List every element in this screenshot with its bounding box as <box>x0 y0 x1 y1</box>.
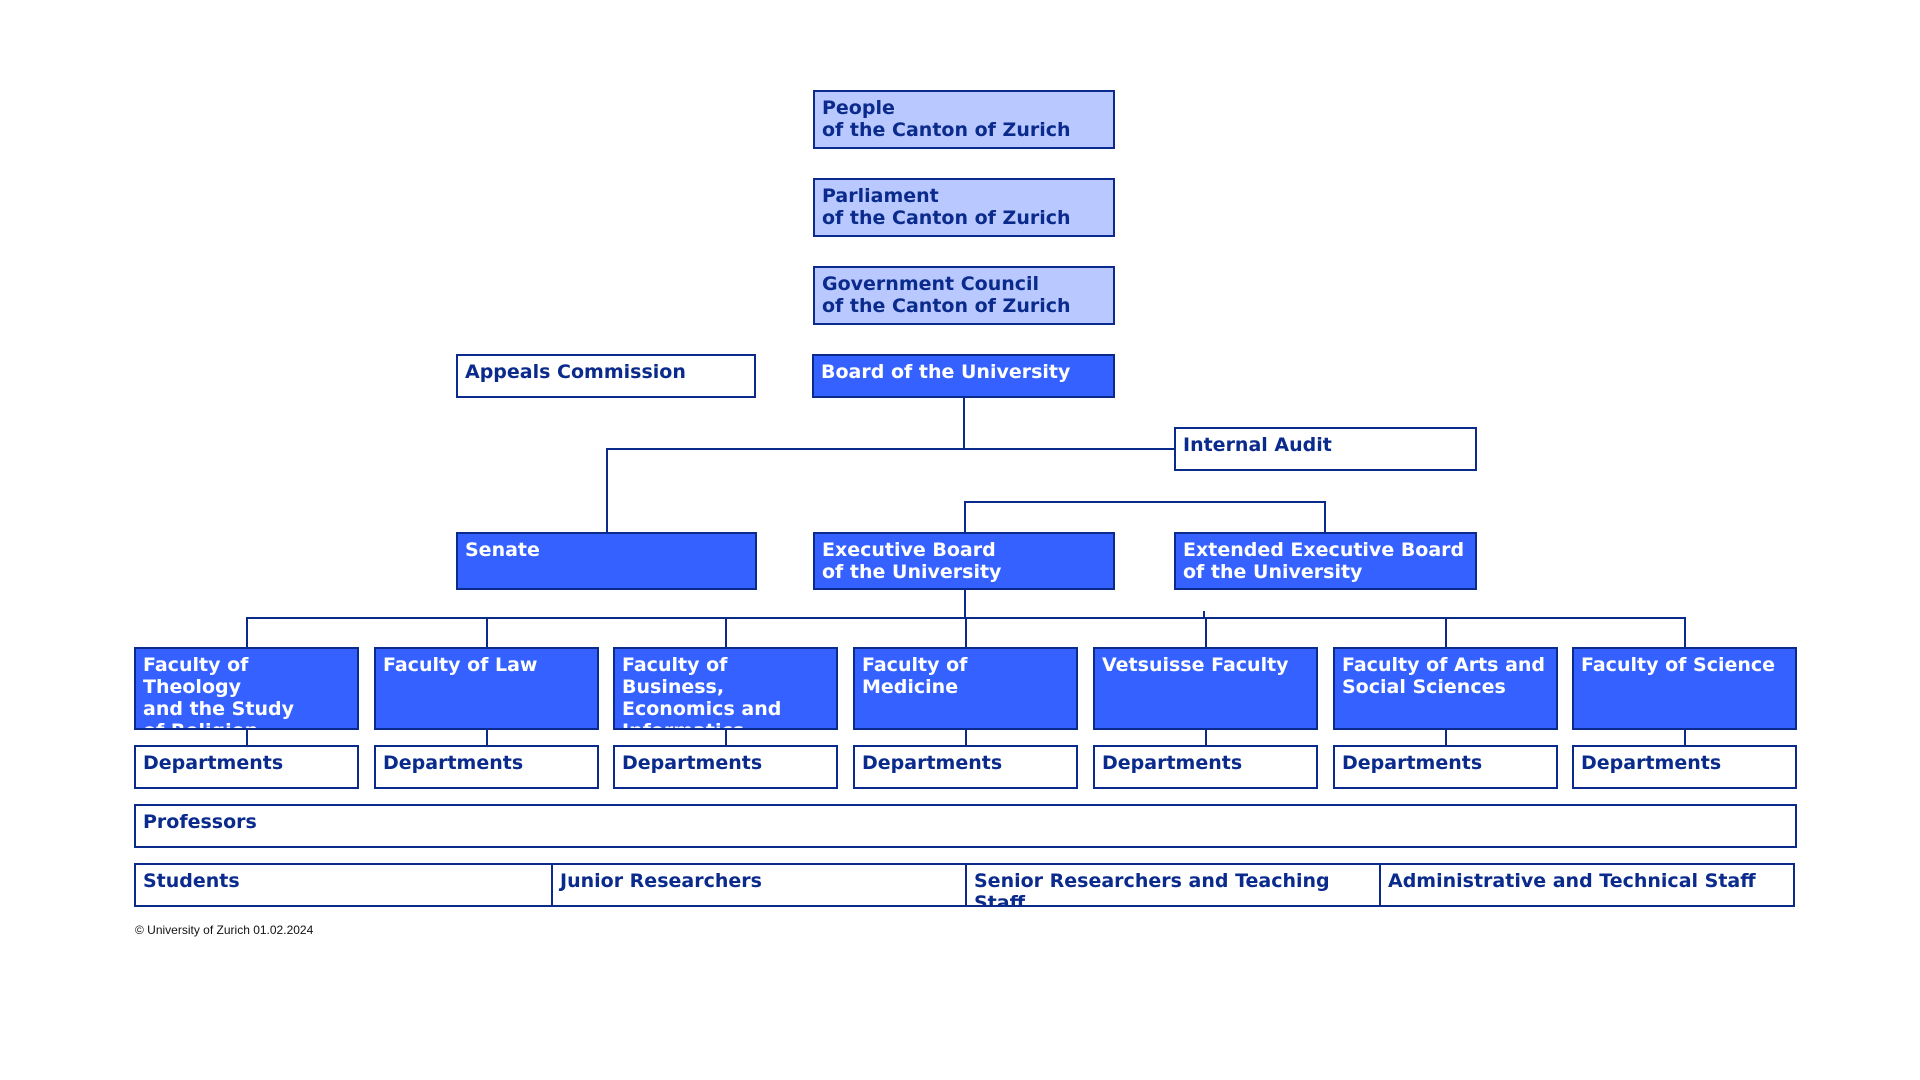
faculty-node: Faculty of Medicine <box>853 647 1078 730</box>
connector-senate-audit <box>606 448 1176 450</box>
departments-node: Departments <box>374 745 599 789</box>
connector-faculty-4 <box>1205 617 1207 649</box>
appeals-node: Appeals Commission <box>456 354 756 398</box>
connector-departments-1 <box>486 729 488 746</box>
connector-exec-up <box>964 501 966 533</box>
board-node: Board of the University <box>812 354 1115 398</box>
connector-board-down <box>963 397 965 449</box>
connector-exec-down <box>964 589 966 619</box>
group-senior-researchers: Senior Researchers and Teaching Staff <box>965 865 1379 905</box>
connector-departments-6 <box>1684 729 1686 746</box>
audit-node: Internal Audit <box>1174 427 1477 471</box>
departments-node: Departments <box>613 745 838 789</box>
connector-faculty-3 <box>965 617 967 649</box>
faculty-node: Faculty of Business, Economics and Infor… <box>613 647 838 730</box>
departments-node: Departments <box>1093 745 1318 789</box>
connector-departments-0 <box>246 729 248 746</box>
connector-faculty-6 <box>1684 617 1686 649</box>
connector-exec-extended <box>964 501 1326 503</box>
connector-departments-3 <box>965 729 967 746</box>
group-administrative-staff: Administrative and Technical Staff <box>1379 865 1793 905</box>
connector-departments-4 <box>1205 729 1207 746</box>
copyright-text: © University of Zurich 01.02.2024 <box>135 923 314 937</box>
faculty-node: Faculty of Theology and the Study of Rel… <box>134 647 359 730</box>
departments-node: Departments <box>853 745 1078 789</box>
government-node: Government Council of the Canton of Zuri… <box>813 266 1115 325</box>
faculty-node: Vetsuisse Faculty <box>1093 647 1318 730</box>
departments-node: Departments <box>1572 745 1797 789</box>
professors-node: Professors <box>134 804 1797 848</box>
group-junior-researchers: Junior Researchers <box>551 865 965 905</box>
connector-departments-5 <box>1445 729 1447 746</box>
connector-faculty-0 <box>246 617 248 649</box>
connector-faculty-2 <box>725 617 727 649</box>
connector-extended-up <box>1324 501 1326 533</box>
parliament-node: Parliament of the Canton of Zurich <box>813 178 1115 237</box>
groups-row: Students Junior Researchers Senior Resea… <box>134 863 1795 907</box>
connector-departments-2 <box>725 729 727 746</box>
connector-faculty-1 <box>486 617 488 649</box>
connector-faculty-5 <box>1445 617 1447 649</box>
extended-node: Extended Executive Board of the Universi… <box>1174 532 1477 590</box>
executive-node: Executive Board of the University <box>813 532 1115 590</box>
departments-node: Departments <box>1333 745 1558 789</box>
departments-node: Departments <box>134 745 359 789</box>
connector-senate-down <box>606 448 608 533</box>
group-students: Students <box>143 870 240 892</box>
senate-node: Senate <box>456 532 757 590</box>
connector-extended-stub <box>1203 611 1205 619</box>
faculty-node: Faculty of Science <box>1572 647 1797 730</box>
faculty-node: Faculty of Arts and Social Sciences <box>1333 647 1558 730</box>
people-node: People of the Canton of Zurich <box>813 90 1115 149</box>
faculty-node: Faculty of Law <box>374 647 599 730</box>
